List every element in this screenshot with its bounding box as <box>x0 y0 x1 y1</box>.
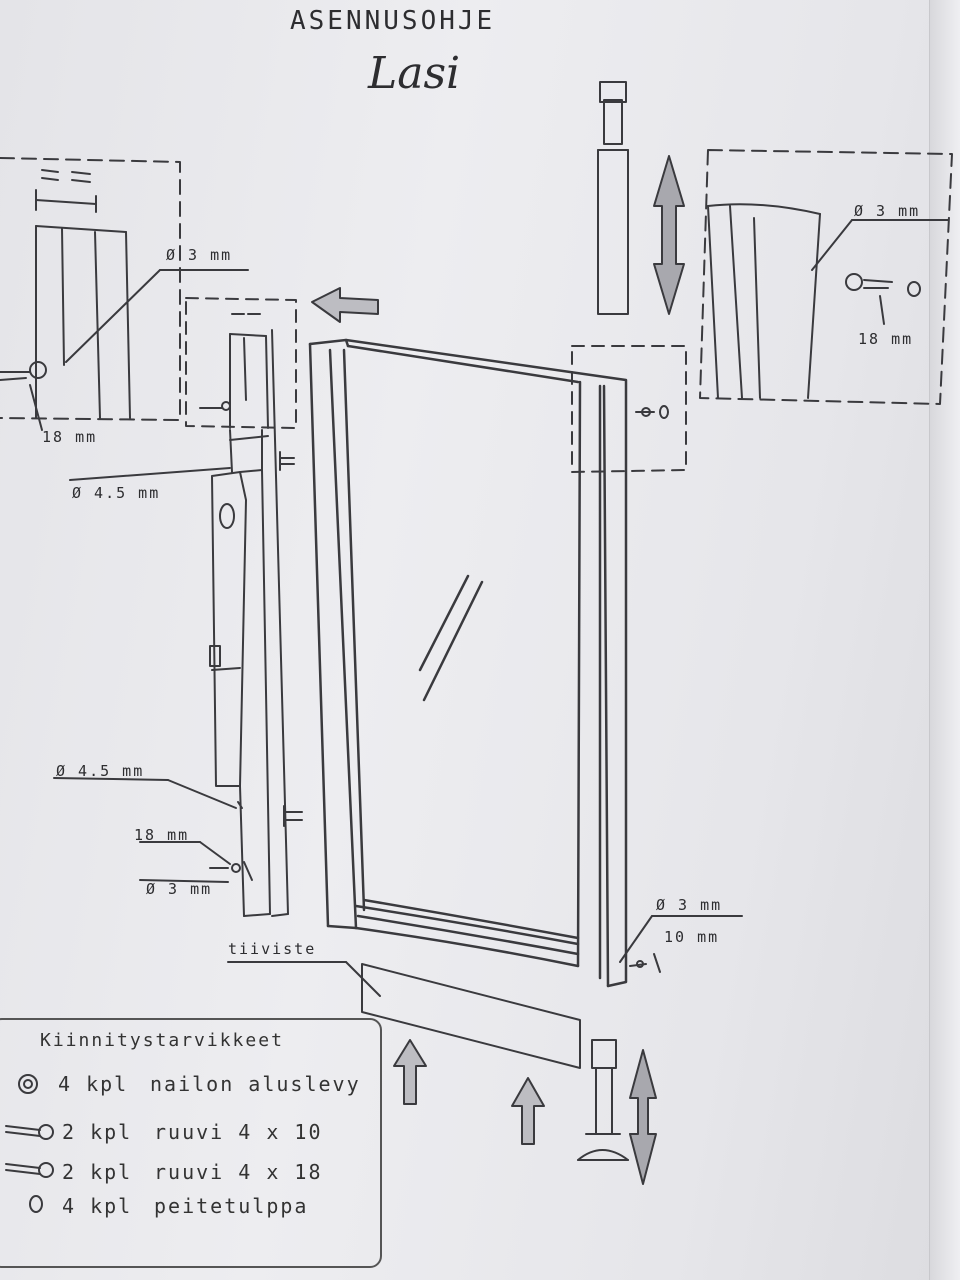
list-item: 4 kpl nailon aluslevy <box>58 1072 361 1096</box>
arrow-left-icon <box>311 287 379 323</box>
double-arrow-icon <box>629 1049 657 1185</box>
item-name: ruuvi 4 x 18 <box>154 1160 323 1184</box>
length-label: 18 mm <box>42 428 98 446</box>
detail-box-top-right <box>699 149 953 405</box>
drill-label: Ø 3 mm <box>854 202 921 220</box>
arrow-up-icon <box>393 1039 545 1145</box>
page-edge <box>929 0 960 1280</box>
item-qty: 4 kpl <box>58 1072 129 1096</box>
drill-label: Ø 3 mm <box>146 880 213 898</box>
detail-box-mid-right <box>571 345 687 473</box>
fasteners-box <box>0 1018 382 1268</box>
item-name: ruuvi 4 x 10 <box>154 1120 323 1144</box>
length-label: 18 mm <box>858 330 914 348</box>
seal-strip <box>227 961 581 1069</box>
screw-long-icon <box>5 1162 54 1178</box>
profile-top-left <box>29 169 249 431</box>
cover-plug-icon <box>29 1195 43 1213</box>
screw-icon <box>0 361 47 381</box>
fasteners-title: Kiinnitystarvikkeet <box>40 1030 284 1051</box>
item-name: peitetulppa <box>154 1194 309 1218</box>
list-item: 4 kpl peitetulppa <box>62 1194 308 1218</box>
double-arrow-icon <box>653 155 685 315</box>
length-label: 18 mm <box>134 826 190 844</box>
detail-box-top-left <box>0 157 181 421</box>
screw-short-icon <box>5 1124 54 1140</box>
item-qty: 2 kpl <box>62 1160 133 1184</box>
item-name: nailon aluslevy <box>150 1072 361 1096</box>
drill-label: Ø 3 mm <box>656 896 723 914</box>
drill-label: Ø 3 mm <box>166 246 233 264</box>
bottom-foot <box>577 1039 629 1161</box>
detail-box-mid-left <box>185 297 297 429</box>
list-item: 2 kpl ruuvi 4 x 18 <box>62 1160 323 1184</box>
drill-label: Ø 4.5 mm <box>72 484 161 502</box>
item-qty: 4 kpl <box>62 1194 133 1218</box>
glass-panel <box>308 338 628 988</box>
list-item: 2 kpl ruuvi 4 x 10 <box>62 1120 323 1144</box>
top-post <box>597 81 629 315</box>
washer-icon <box>18 1074 38 1094</box>
leader-lines-right <box>619 915 743 973</box>
screw-icon <box>635 405 669 419</box>
profile-top-right <box>707 203 949 399</box>
length-label: 10 mm <box>664 928 720 946</box>
drill-label: Ø 4.5 mm <box>56 762 145 780</box>
item-qty: 2 kpl <box>62 1120 133 1144</box>
page-title: ASENNUSOHJE <box>290 6 496 36</box>
profile-mid-left <box>199 313 269 441</box>
wall-profile-left <box>209 329 289 917</box>
leader-lines-left <box>53 467 237 883</box>
small-arrow-icon <box>279 451 303 827</box>
page-subtitle: Lasi <box>368 48 461 99</box>
seal-label: tiiviste <box>228 940 317 958</box>
